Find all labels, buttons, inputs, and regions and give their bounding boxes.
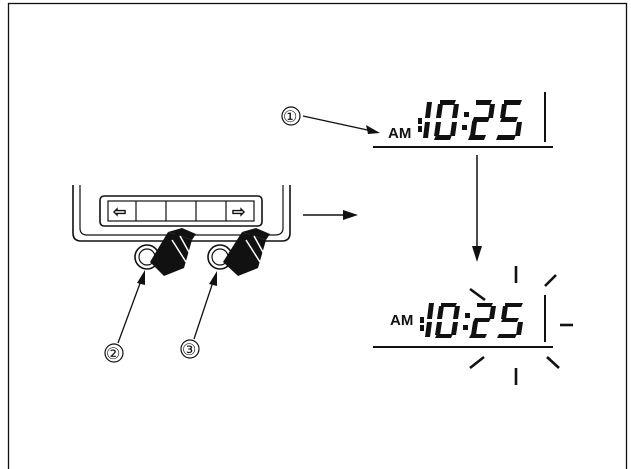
display-bottom: AM (373, 266, 573, 385)
callout-2: ② (104, 270, 145, 363)
transition-arrow-down (472, 155, 482, 262)
display-bottom-period: AM (390, 312, 413, 329)
callout-2-number: ② (106, 346, 120, 363)
callout-3-number: ③ (182, 342, 196, 359)
blink-indicator (469, 266, 573, 385)
display-bottom-digits (420, 303, 523, 338)
callout-3: ③ (180, 271, 217, 359)
keypad-panel: ⇦ ⇨ (72, 185, 291, 242)
callout-1: ① (281, 106, 380, 134)
diagram-border (7, 2, 628, 469)
left-arrow-key-icon: ⇦ (112, 204, 126, 221)
right-arrow-key-icon: ⇨ (232, 204, 246, 221)
callout-1-number: ① (283, 109, 297, 126)
transition-arrow-right (303, 210, 358, 220)
finger-press-right-icon (223, 228, 270, 276)
display-top-digits (418, 100, 522, 140)
display-top-period: AM (388, 125, 411, 142)
finger-press-left-icon (150, 228, 196, 276)
display-top: AM (373, 92, 553, 148)
